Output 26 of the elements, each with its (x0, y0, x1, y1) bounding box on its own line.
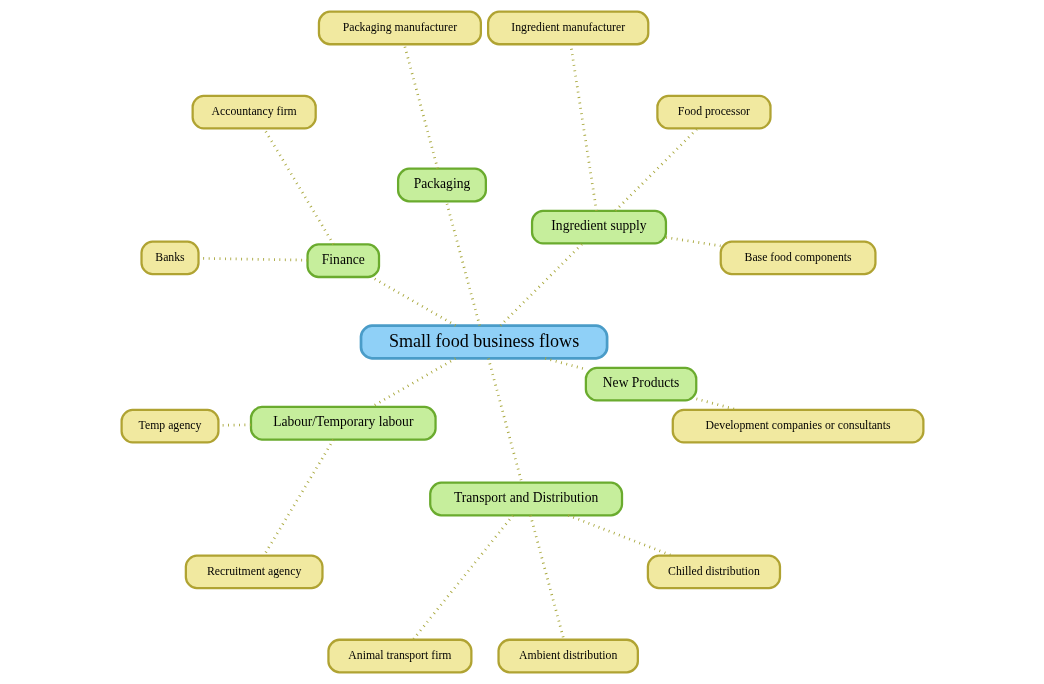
connector (695, 397, 737, 412)
connector (411, 514, 514, 641)
node-box: Transport and Distribution (428, 481, 623, 517)
node-box: Finance (305, 243, 380, 279)
node-box: Small food business flows (359, 324, 608, 360)
node-box: Banks (139, 240, 200, 276)
node-box: Ambient distribution (496, 638, 639, 674)
node-box: Ingredient supply (530, 209, 667, 245)
connector (665, 236, 721, 248)
node-box: New Products (584, 366, 697, 402)
connector (544, 357, 586, 371)
node-box: Packaging (396, 167, 487, 203)
connector (499, 242, 583, 327)
node-box: Accountancy firm (191, 94, 317, 130)
node-box: Base food components (719, 240, 877, 276)
node-box: Packaging manufacturer (317, 10, 482, 46)
connector (567, 514, 672, 557)
node-box: Food processor (655, 94, 772, 130)
connector (614, 127, 698, 212)
node-box: Chilled distribution (646, 554, 781, 590)
node-box: Development companies or consultants (671, 408, 924, 444)
node-box: Temp agency (120, 408, 220, 444)
node-box: Ingredient manufacturer (486, 10, 649, 46)
node-box: Animal transport firm (326, 638, 472, 674)
node-box: Recruitment agency (184, 554, 324, 590)
node-box: Labour/Temporary labour (249, 405, 437, 441)
